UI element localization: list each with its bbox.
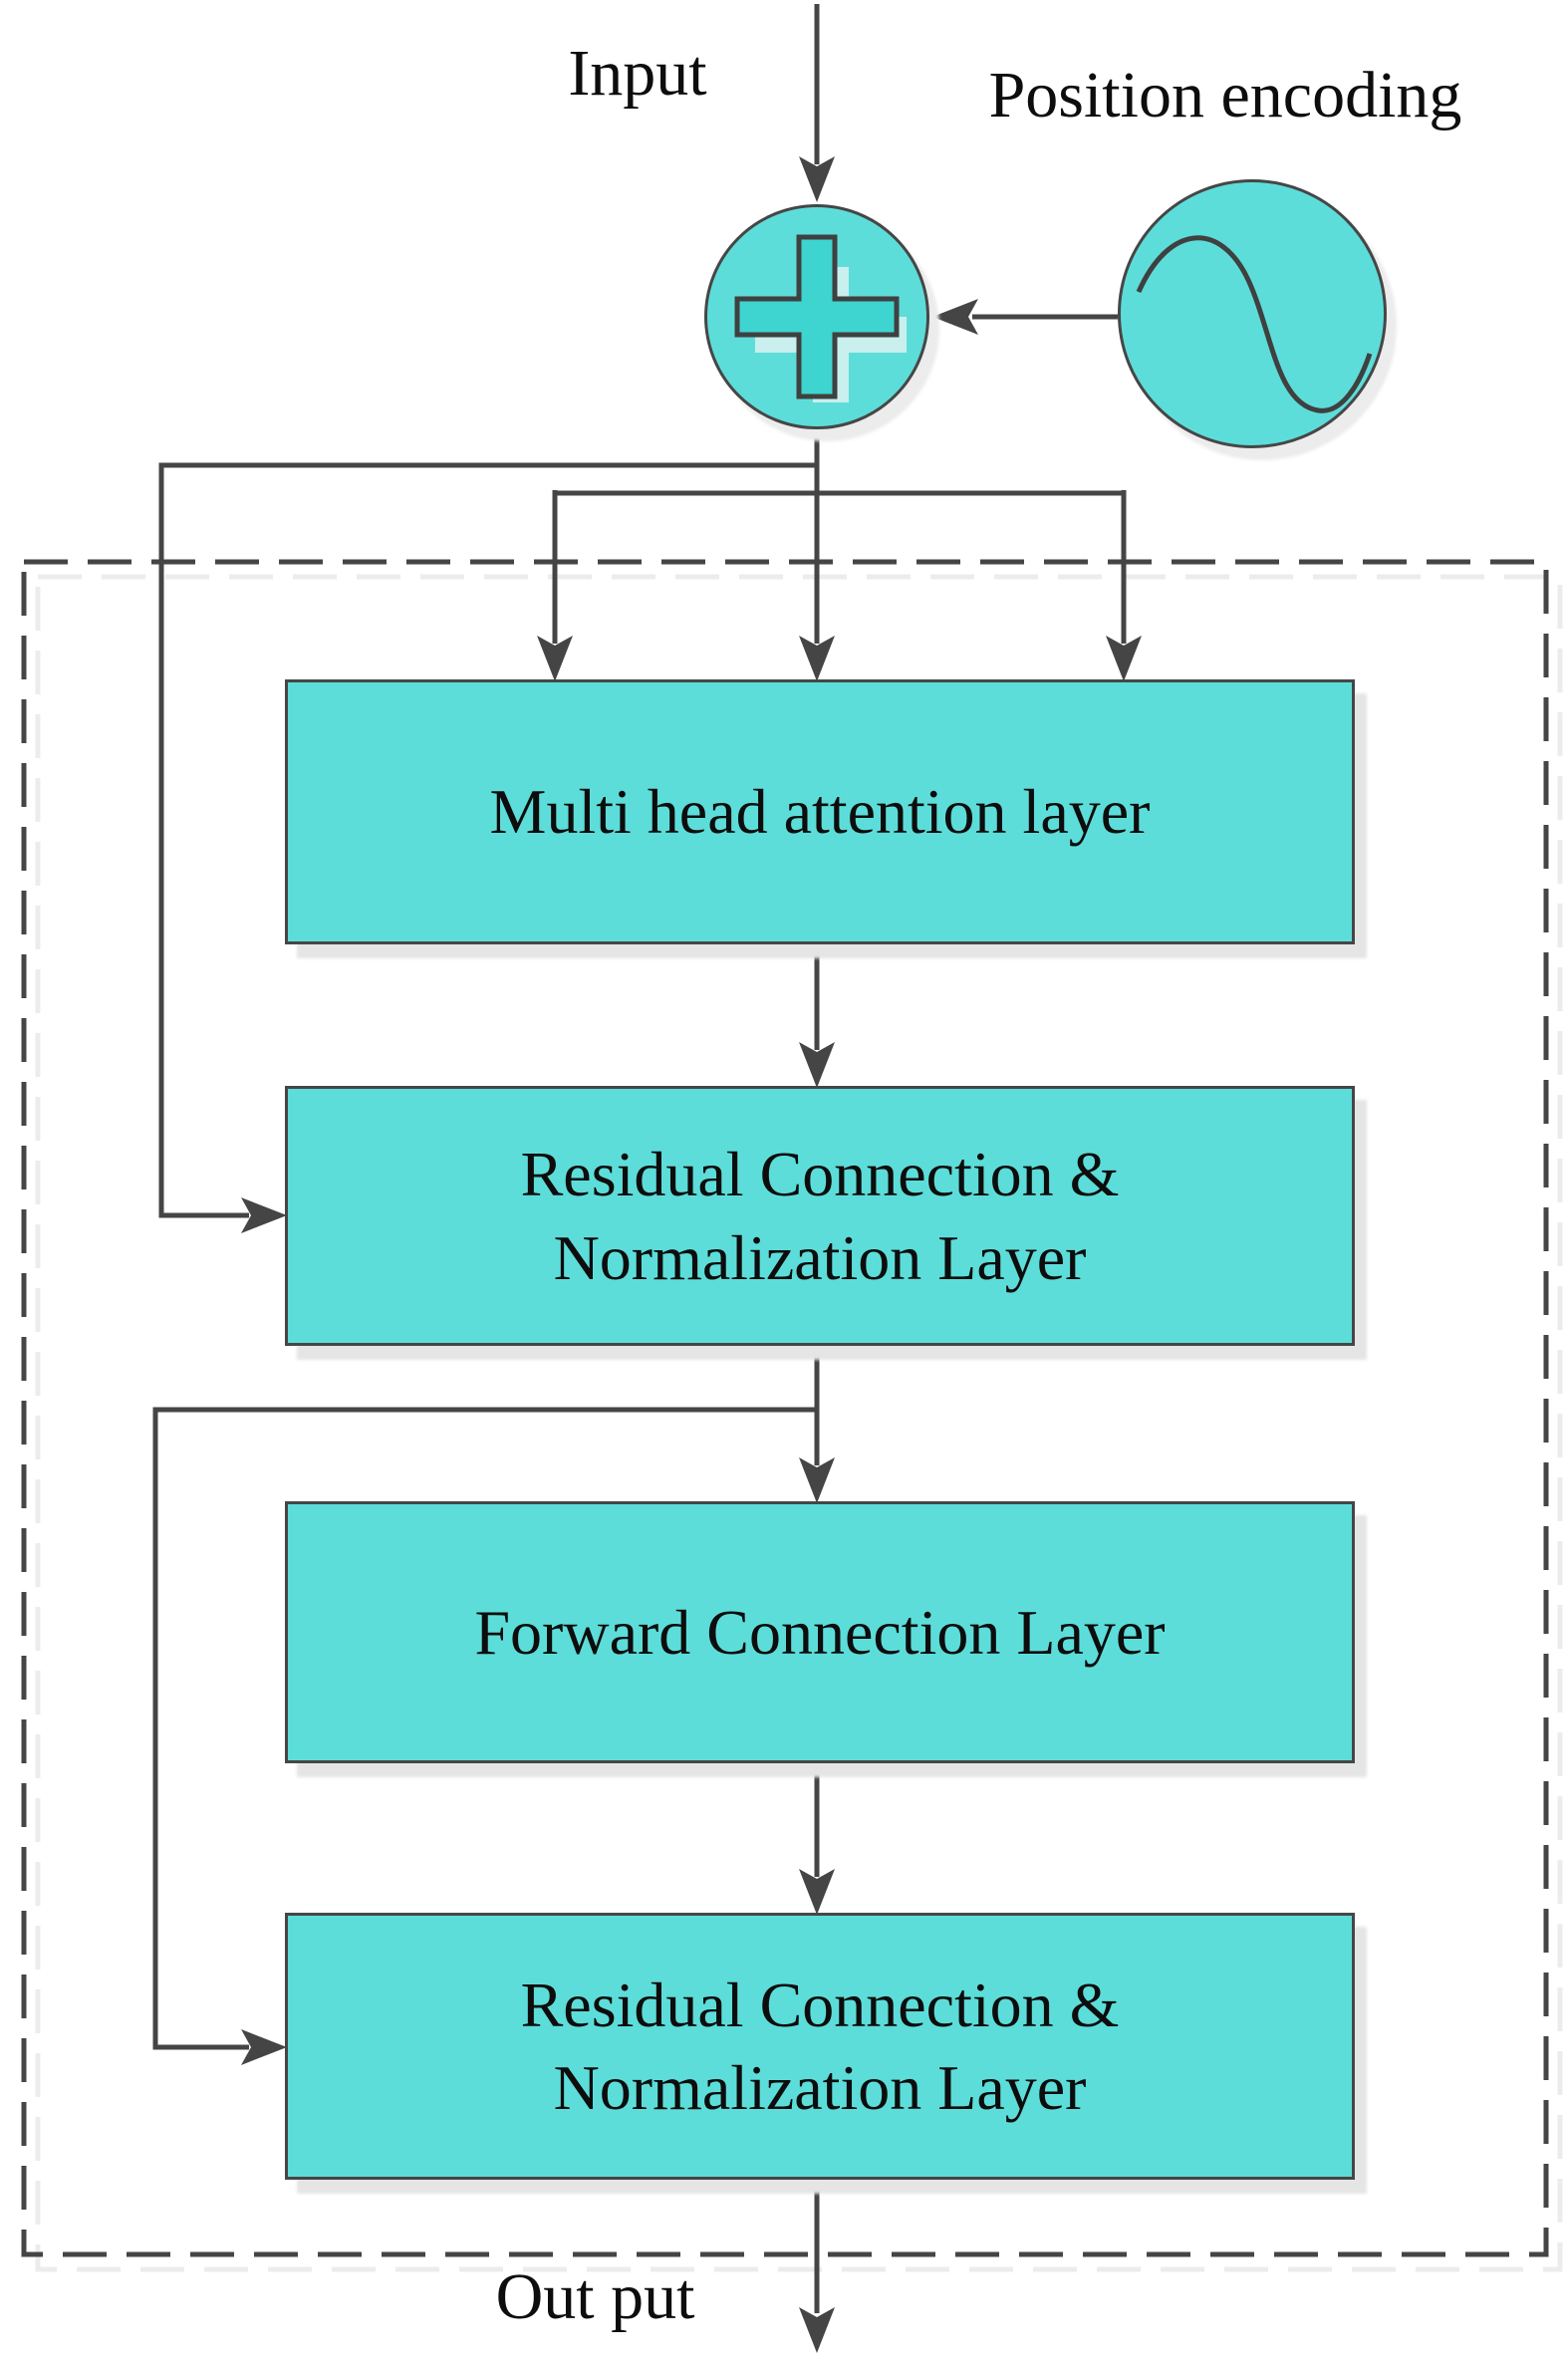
residual-label-line2: Normalization Layer [553, 2052, 1087, 2123]
residual-label-line2: Normalization Layer [553, 1221, 1087, 1293]
encoder-boundary [21, 559, 1563, 2272]
position-encoding-node [1118, 179, 1387, 448]
skip-connection-2 [152, 1407, 817, 2065]
multi-head-attention-box: Multi head attention layer [285, 679, 1355, 944]
forward-to-residual-arrow [799, 1761, 835, 1915]
sine-wave-icon [1136, 235, 1373, 413]
forward-connection-label: Forward Connection Layer [474, 1596, 1166, 1668]
multi-head-attention-label: Multi head attention layer [489, 776, 1151, 848]
skip-connection-1 [158, 462, 817, 1233]
residual-normalization-box-2: Residual Connection & Normalization Laye… [285, 1913, 1355, 2180]
sine-wave-path [1136, 235, 1373, 413]
residual-to-forward-arrow [799, 1344, 835, 1503]
output-arrow [799, 2178, 835, 2353]
output-label: Out put [495, 2260, 695, 2333]
attention-to-residual-arrow [799, 944, 835, 1088]
residual-label-line1: Residual Connection & [520, 1139, 1120, 1210]
add-icon-glyph [734, 234, 900, 399]
add-node [704, 204, 929, 429]
position-encoding-arrow [932, 299, 1118, 335]
input-arrow [799, 4, 835, 202]
forward-connection-box: Forward Connection Layer [285, 1501, 1355, 1763]
add-icon [734, 234, 907, 402]
position-encoding-label: Position encoding [988, 59, 1462, 132]
input-label: Input [568, 37, 707, 110]
residual-normalization-box-1: Residual Connection & Normalization Laye… [285, 1086, 1355, 1346]
residual-label-line1: Residual Connection & [520, 1969, 1120, 2040]
